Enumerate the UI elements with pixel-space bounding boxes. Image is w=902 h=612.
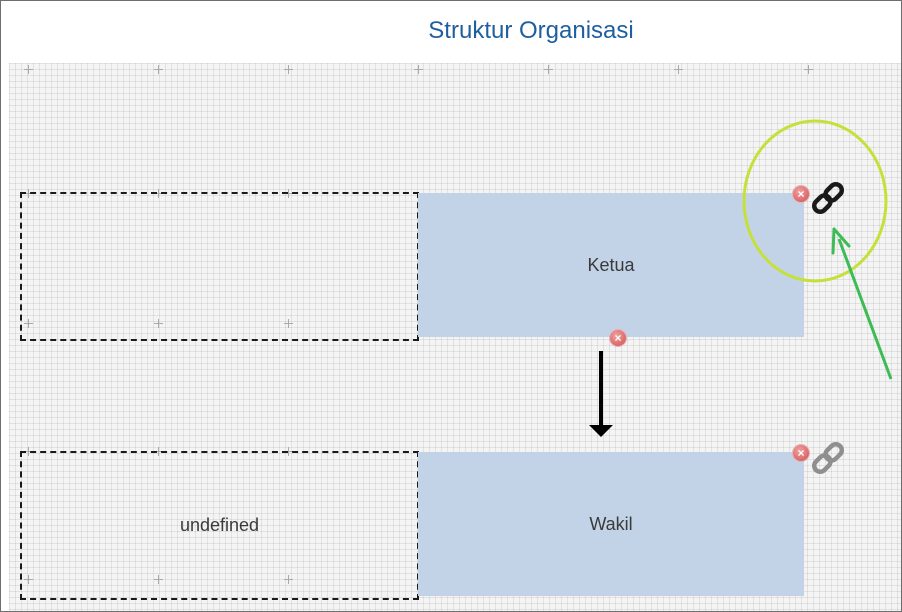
- node-label: Wakil: [589, 513, 633, 534]
- grid-marker: [154, 575, 163, 584]
- grid-marker: [284, 65, 293, 74]
- grid-marker: [284, 319, 293, 328]
- grid-marker: [674, 65, 683, 74]
- org-node-ketua[interactable]: Ketua: [418, 193, 804, 337]
- grid-marker: [24, 575, 33, 584]
- grid-marker: [154, 65, 163, 74]
- node-label: Ketua: [587, 254, 635, 275]
- placeholder-node-bottom[interactable]: undefined: [20, 451, 419, 600]
- page-title: Struktur Organisasi: [428, 17, 634, 44]
- placeholder-label: undefined: [179, 515, 260, 535]
- grid-marker: [544, 65, 553, 74]
- grid-marker: [154, 319, 163, 328]
- delete-node-wakil-button[interactable]: ×: [793, 445, 809, 461]
- grid-marker: [24, 319, 33, 328]
- grid-marker: [24, 65, 33, 74]
- chain-link-icon[interactable]: [807, 177, 849, 219]
- delete-connection-button[interactable]: ×: [610, 330, 626, 346]
- grid-marker: [284, 575, 293, 584]
- chain-link-icon-gray[interactable]: [807, 437, 849, 479]
- org-node-wakil[interactable]: Wakil: [418, 452, 804, 596]
- grid-marker: [804, 65, 813, 74]
- grid-marker: [414, 65, 423, 74]
- placeholder-node-top[interactable]: [20, 192, 419, 341]
